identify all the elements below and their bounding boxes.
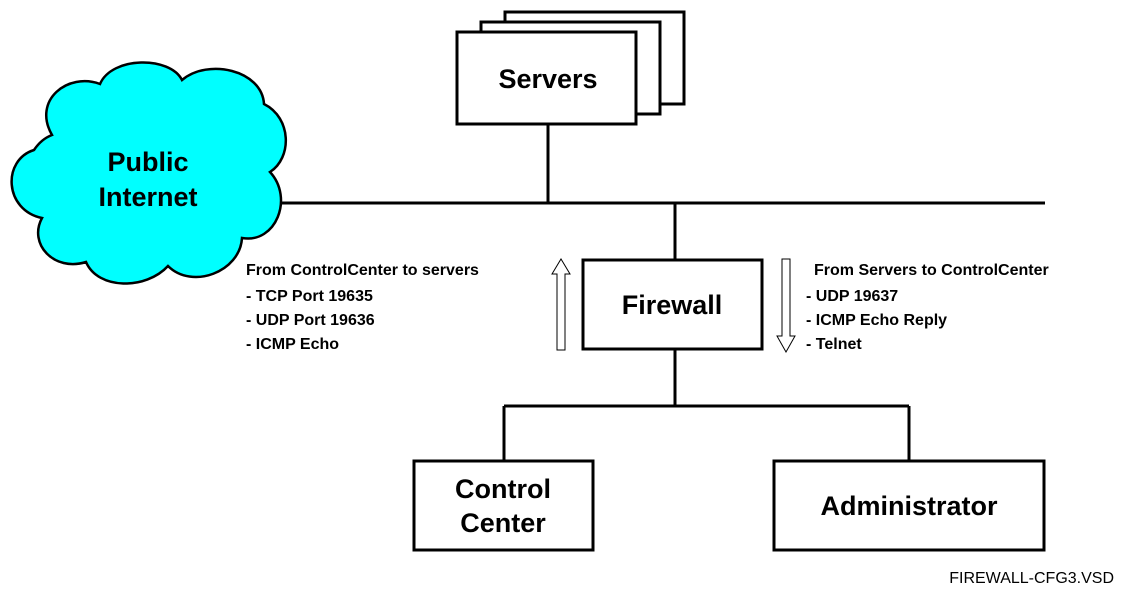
control-center-label-line2: Center	[460, 508, 546, 538]
firewall-label: Firewall	[622, 290, 723, 320]
rules-out-item: - UDP 19637	[806, 288, 898, 305]
internet-label-line2: Internet	[98, 182, 197, 212]
network-links	[276, 124, 1045, 461]
internet-label-line1: Public	[107, 147, 188, 177]
internet-cloud: Public Internet	[10, 61, 287, 285]
firewall-box	[581, 258, 764, 351]
filename-label: FIREWALL-CFG3.VSD	[949, 570, 1114, 587]
up-arrow-icon	[551, 258, 571, 351]
administrator-node: Administrator	[772, 459, 1046, 552]
control-center-label-line1: Control	[455, 474, 551, 504]
rules-out-block: From Servers to ControlCenter - UDP 1963…	[806, 262, 1049, 353]
control-center-box	[412, 459, 595, 552]
rules-out-item: - ICMP Echo Reply	[806, 312, 947, 329]
servers-label: Servers	[498, 64, 597, 94]
rules-in-item: - UDP Port 19636	[246, 312, 375, 329]
cloud-shape	[10, 61, 287, 285]
rules-in-item: - ICMP Echo	[246, 336, 339, 353]
down-arrow-icon	[776, 258, 796, 354]
rules-out-item: - Telnet	[806, 336, 862, 353]
administrator-box	[772, 459, 1046, 552]
control-center-node: Control Center	[412, 459, 595, 552]
rules-out-heading: From Servers to ControlCenter	[814, 262, 1049, 279]
firewall-node: Firewall	[581, 258, 764, 351]
rules-in-item: - TCP Port 19635	[246, 288, 373, 305]
rules-in-heading: From ControlCenter to servers	[246, 262, 479, 279]
administrator-label: Administrator	[820, 491, 998, 521]
rules-in-block: From ControlCenter to servers - TCP Port…	[246, 262, 479, 353]
servers-stack: Servers	[455, 10, 686, 126]
